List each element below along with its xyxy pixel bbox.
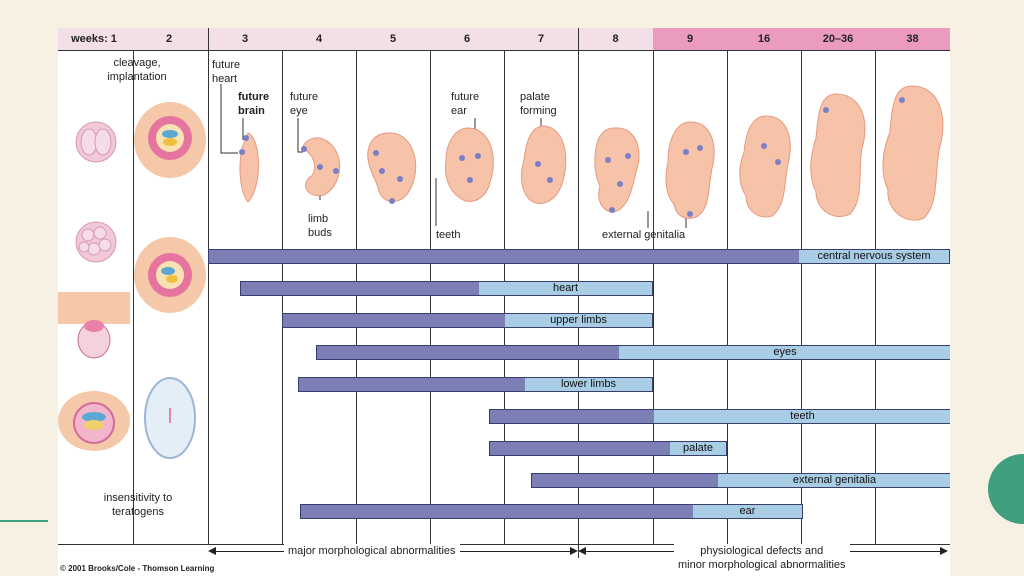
bar-dark-segment <box>209 250 799 263</box>
label-future-brain: future brain <box>238 91 270 117</box>
grid-line <box>875 50 876 545</box>
bar-ear: ear <box>300 504 803 519</box>
implanted-embryo-icon <box>134 102 206 178</box>
grid-line <box>133 50 134 545</box>
chorionic-sac-icon <box>144 377 196 459</box>
bottom-rule <box>58 544 950 545</box>
week-header-5: 5 <box>389 33 397 45</box>
arrow-head-right <box>940 547 948 555</box>
implanted-embryo-2-icon <box>134 237 206 313</box>
arrow-head-left <box>578 547 586 555</box>
bar-label: ear <box>739 505 756 517</box>
copyright-notice: © 2001 Brooks/Cole - Thomson Learning <box>60 564 215 573</box>
embryo-week-6-icon <box>445 127 494 202</box>
bar-dark-segment <box>283 314 505 327</box>
fetus-week-20-36-icon <box>810 93 866 217</box>
morula-icon <box>75 221 117 263</box>
teratogen-sensitivity-chart: weeks: 1 2 3 4 5 6 7 8 9 16 20–36 38 cle… <box>58 28 950 576</box>
bar-light-segment <box>619 346 950 359</box>
fetus-week-9-icon <box>665 121 715 219</box>
blastocyst-icon <box>58 292 130 359</box>
embryo-week-4-icon <box>301 137 341 197</box>
label-future-heart: future heart <box>212 59 241 85</box>
label-limb-buds: limb buds <box>308 213 332 239</box>
header-bg-embryonic <box>208 28 653 50</box>
embryo-week-8-icon <box>594 127 640 213</box>
decorative-line <box>0 520 48 522</box>
bar-external-genitalia: external genitalia <box>531 473 950 488</box>
bar-label: eyes <box>773 346 797 358</box>
week-header-16: 16 <box>757 33 771 45</box>
bar-light-segment <box>670 442 726 455</box>
bar-dark-segment <box>317 346 619 359</box>
bar-central-nervous-system: central nervous system <box>208 249 950 264</box>
week-header-38: 38 <box>906 33 919 45</box>
decorative-circle <box>988 454 1024 524</box>
week-header-6: 6 <box>463 33 471 45</box>
week-header-8: 8 <box>612 33 619 45</box>
bar-light-segment <box>479 282 652 295</box>
bar-teeth: teeth <box>489 409 950 424</box>
week-header-3: 3 <box>241 33 249 45</box>
cell-cleavage-icon <box>75 121 117 163</box>
bar-label: teeth <box>790 410 815 422</box>
bar-dark-segment <box>490 442 670 455</box>
bar-heart: heart <box>240 281 653 296</box>
week-header-20-36: 20–36 <box>822 33 854 45</box>
fetus-week-16-icon <box>739 115 791 218</box>
grid-line <box>801 50 802 545</box>
major-abnormalities-label: major morphological abnormalities <box>284 544 460 558</box>
week-header-4: 4 <box>315 33 323 45</box>
bar-label: palate <box>683 442 713 454</box>
bar-light-segment <box>693 505 802 518</box>
bar-lower-limbs: lower limbs <box>298 377 653 392</box>
label-insensitivity: insensitivity to teratogens <box>103 492 173 518</box>
bar-upper-limbs: upper limbs <box>282 313 653 328</box>
label-palate-forming: palate forming <box>520 91 557 117</box>
bar-dark-segment <box>241 282 479 295</box>
week-header-7: 7 <box>537 33 545 45</box>
arrow-head-right <box>570 547 578 555</box>
header-bg-early <box>58 28 208 50</box>
embryo-week-5-icon <box>367 132 417 204</box>
bar-light-segment <box>654 410 950 423</box>
grid-line <box>727 50 728 545</box>
header-bg-fetal <box>653 28 950 50</box>
label-cleavage-implantation: cleavage, implantation <box>107 57 167 83</box>
bar-light-segment <box>718 474 950 487</box>
bar-light-segment <box>505 314 652 327</box>
label-future-ear: future ear <box>451 91 480 117</box>
grid-line <box>208 28 209 545</box>
grid-line <box>504 50 505 545</box>
grid-line <box>653 50 654 545</box>
grid-line <box>282 50 283 545</box>
label-teeth: teeth <box>436 229 461 241</box>
grid-line <box>356 50 357 545</box>
bar-label: central nervous system <box>799 250 949 263</box>
fetus-week-38-icon <box>882 85 944 221</box>
week-header-2: 2 <box>165 33 173 45</box>
bar-label: heart <box>552 282 579 294</box>
embryo-week-7-icon <box>521 125 567 204</box>
week-header-9: 9 <box>686 33 694 45</box>
bar-label: upper limbs <box>550 314 607 326</box>
bar-dark-segment <box>490 410 654 423</box>
embryo-week-3-icon <box>239 132 259 203</box>
week-header-1: weeks: 1 <box>71 33 117 45</box>
label-future-eye: future eye <box>290 91 319 117</box>
bar-label: external genitalia <box>792 474 877 486</box>
bar-dark-segment <box>301 505 693 518</box>
bar-palate: palate <box>489 441 727 456</box>
bar-label: lower limbs <box>560 378 616 390</box>
bar-dark-segment <box>532 474 718 487</box>
grid-line <box>430 50 431 545</box>
label-external-genitalia: external genitalia <box>602 229 686 241</box>
bar-dark-segment <box>299 378 525 391</box>
arrow-head-left <box>208 547 216 555</box>
implantation-site-icon <box>58 391 130 451</box>
minor-abnormalities-label: physiological defects and minor morpholo… <box>674 544 850 572</box>
bar-eyes: eyes <box>316 345 950 360</box>
bar-light-segment <box>525 378 652 391</box>
